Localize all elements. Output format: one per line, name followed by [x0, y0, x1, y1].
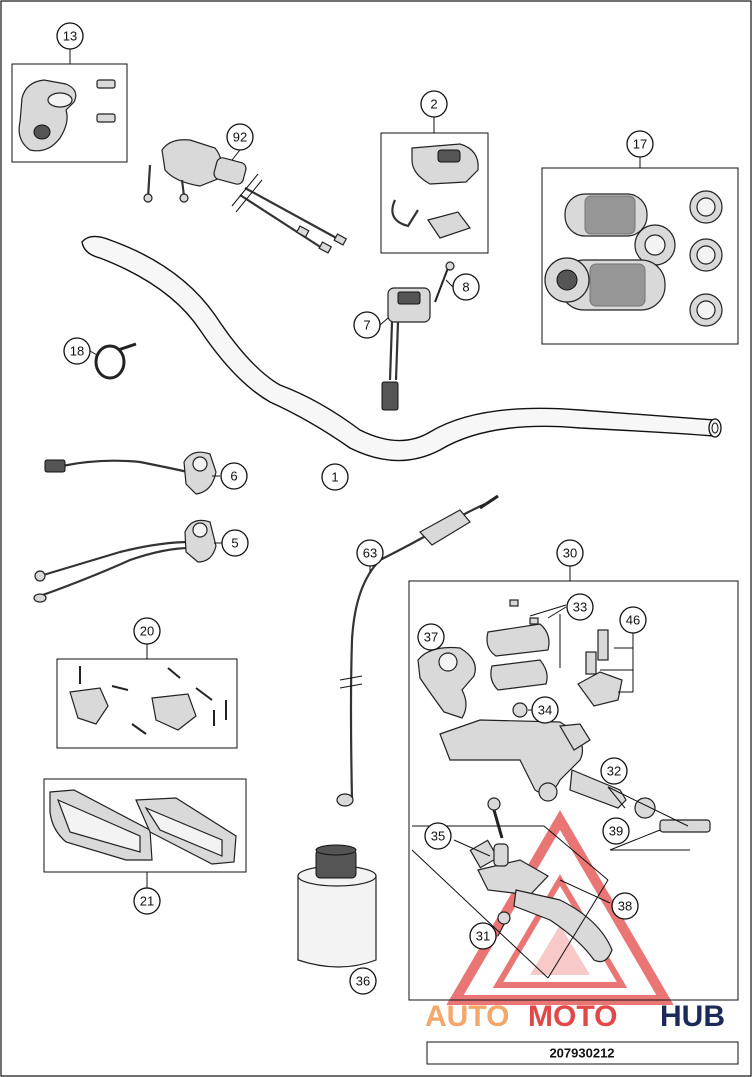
reference-number-box [426, 1041, 739, 1065]
svg-text:32: 32 [607, 764, 621, 779]
callout-6: 6 [220, 462, 248, 490]
svg-text:13: 13 [63, 29, 77, 44]
callout-63: 63 [356, 539, 384, 567]
part-30-master-cylinder [417, 599, 711, 963]
svg-text:HUB: HUB [660, 1000, 725, 1033]
part-18-cable-tie [94, 342, 137, 380]
part-1-handlebar [81, 235, 722, 462]
callout-38: 38 [611, 892, 639, 920]
callout-32: 32 [600, 757, 628, 785]
svg-text:18: 18 [70, 344, 84, 359]
svg-text:34: 34 [538, 703, 552, 718]
reference-number: 207930212 [549, 1046, 614, 1061]
part-8-screw [434, 261, 455, 303]
part-7-switch [381, 287, 431, 411]
part-17-grips [544, 190, 723, 327]
svg-text:21: 21 [140, 894, 154, 909]
svg-text:36: 36 [356, 974, 370, 989]
part-2-switch [391, 143, 479, 239]
svg-text:31: 31 [476, 929, 490, 944]
svg-text:6: 6 [230, 469, 237, 484]
callout-35: 35 [424, 822, 452, 850]
callout-37: 37 [417, 623, 445, 651]
callout-7: 7 [353, 311, 381, 339]
part-36-brake-fluid-can [297, 844, 377, 968]
svg-text:35: 35 [431, 829, 445, 844]
part-21-handguards [49, 789, 237, 865]
callout-1: 1 [321, 463, 349, 491]
svg-text:8: 8 [462, 280, 469, 295]
svg-text:7: 7 [363, 318, 370, 333]
callout-2: 2 [420, 90, 448, 118]
svg-text:39: 39 [609, 824, 623, 839]
svg-text:1: 1 [331, 470, 338, 485]
svg-text:63: 63 [363, 546, 377, 561]
callout-8: 8 [452, 273, 480, 301]
svg-text:37: 37 [424, 630, 438, 645]
svg-text:38: 38 [618, 899, 632, 914]
part-6-switch [44, 451, 217, 495]
svg-text:AUTO: AUTO [425, 1000, 509, 1033]
part-20-hardware-kit [69, 666, 227, 735]
part-92-throttle-assembly [143, 139, 348, 254]
part-13-switch-housing [18, 79, 116, 152]
svg-text:46: 46 [626, 613, 640, 628]
svg-text:33: 33 [573, 600, 587, 615]
callout-92: 92 [226, 123, 254, 151]
callout-20: 20 [133, 617, 161, 645]
svg-text:5: 5 [231, 536, 238, 551]
callout-33: 33 [566, 593, 594, 621]
svg-text:30: 30 [563, 546, 577, 561]
group-box-21 [43, 778, 247, 873]
callout-46: 46 [619, 606, 647, 634]
callout-31: 31 [469, 922, 497, 950]
callout-30: 30 [556, 539, 584, 567]
callout-34: 34 [531, 696, 559, 724]
svg-text:17: 17 [633, 137, 647, 152]
svg-text:MOTO: MOTO [528, 1000, 617, 1033]
svg-text:92: 92 [233, 130, 247, 145]
callout-5: 5 [221, 529, 249, 557]
callout-36: 36 [349, 967, 377, 995]
watermark-logo-text: AUTO MOTO HUB [425, 1000, 725, 1033]
callout-21: 21 [133, 887, 161, 915]
callout-13: 13 [56, 22, 84, 50]
part-63-brake-line [336, 494, 499, 807]
svg-text:20: 20 [140, 624, 154, 639]
callout-39: 39 [602, 817, 630, 845]
svg-text:2: 2 [430, 97, 437, 112]
callout-17: 17 [626, 130, 654, 158]
group-box-30 [408, 580, 739, 1001]
callout-18: 18 [63, 337, 91, 365]
part-5-switch [33, 519, 217, 603]
